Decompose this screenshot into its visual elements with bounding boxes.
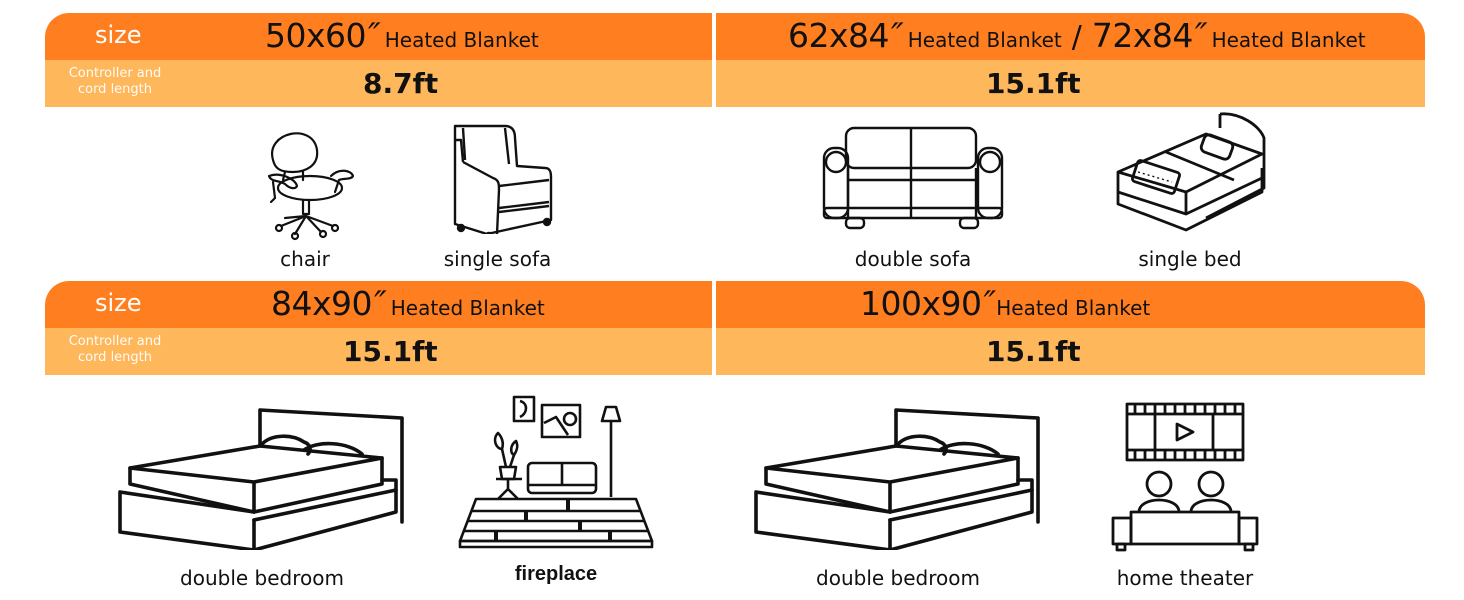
inch-mark: ″: [374, 284, 387, 324]
blanket-size-100x90: 100x90 ″ Heated Blanket: [860, 284, 1150, 324]
blanket-size-50x60: 50x60 ″ Heated Blanket: [265, 16, 539, 56]
inch-mark: ″: [983, 284, 997, 324]
size-value: 72x84: [1091, 16, 1194, 55]
cord-length-row: Controller and cord length 15.1ft 15.1ft: [45, 328, 1425, 375]
cord-cell-100x90: 15.1ft: [716, 328, 1425, 375]
product-name: Heated Blanket: [907, 28, 1062, 52]
cord-cell-62x84-72x84: 15.1ft: [716, 60, 1425, 107]
usage-label: double bedroom: [180, 566, 344, 590]
size-label: size: [95, 21, 142, 49]
double-bed-icon: [118, 408, 404, 550]
office-chair-icon: [267, 132, 355, 241]
usage-item-single-sofa: single sofa: [425, 122, 570, 277]
usage-item-double-bedroom-2: double bedroom: [748, 400, 1048, 595]
cord-length-value: 15.1ft: [986, 335, 1081, 368]
cord-cell-84x90: Controller and cord length 15.1ft: [45, 328, 712, 375]
loveseat-icon: [822, 126, 1004, 230]
cord-length-label: Controller and cord length: [68, 66, 162, 97]
size-value: 50x60: [265, 16, 367, 55]
usage-label: home theater: [1116, 566, 1254, 590]
usage-item-fireplace: fireplace: [456, 393, 656, 595]
cord-length-value: 15.1ft: [343, 335, 438, 368]
size-cell-84x90: size 84x90 ″ Heated Blanket: [45, 281, 712, 328]
cord-cell-50x60: Controller and cord length 8.7ft: [45, 60, 712, 107]
size-cell-100x90: 100x90 ″ Heated Blanket: [716, 281, 1425, 328]
usage-item-home-theater: home theater: [1100, 400, 1270, 595]
usage-label: single bed: [1138, 247, 1242, 271]
cord-length-label: Controller and cord length: [68, 334, 162, 365]
single-bed-icon: [1116, 112, 1266, 232]
usage-item-single-bed: single bed: [1105, 108, 1275, 278]
cord-length-value: 8.7ft: [363, 67, 439, 100]
armchair-icon: [453, 124, 552, 234]
cord-length-value: 15.1ft: [986, 67, 1081, 100]
size-cell-62x84-72x84: 62x84 ″ Heated Blanket / 72x84 ″ Heated …: [716, 13, 1425, 60]
inch-mark: ″: [368, 16, 381, 56]
cord-length-row: Controller and cord length 8.7ft 15.1ft: [45, 60, 1425, 107]
blanket-size-62x84-72x84: 62x84 ″ Heated Blanket / 72x84 ″ Heated …: [788, 16, 1366, 56]
double-bed-icon: [754, 408, 1040, 550]
usage-item-double-sofa: double sofa: [818, 122, 1008, 277]
inch-mark: ″: [891, 16, 904, 56]
usage-label: double sofa: [854, 247, 972, 271]
size-label: size: [95, 289, 142, 317]
usage-label: fireplace: [514, 563, 598, 585]
usage-label: double bedroom: [816, 566, 980, 590]
size-cell-50x60: size 50x60 ″ Heated Blanket: [45, 13, 712, 60]
home-theater-icon: [1111, 402, 1259, 552]
size-table-top: size 50x60 ″ Heated Blanket 62x84 ″ Heat…: [45, 13, 1425, 107]
size-value: 100x90: [860, 284, 982, 323]
usage-label: chair: [280, 247, 330, 271]
size-row: size 84x90 ″ Heated Blanket 100x90 ″ Hea…: [45, 281, 1425, 328]
product-name: Heated Blanket: [996, 296, 1151, 320]
product-name: Heated Blanket: [390, 296, 545, 320]
size-table-bottom: size 84x90 ″ Heated Blanket 100x90 ″ Hea…: [45, 281, 1425, 375]
usage-label: single sofa: [443, 247, 552, 271]
inch-mark: ″: [1194, 16, 1208, 56]
size-value: 84x90: [271, 284, 373, 323]
blanket-size-84x90: 84x90 ″ Heated Blanket: [271, 284, 545, 324]
size-value: 62x84: [788, 16, 890, 55]
usage-item-chair: chair: [255, 122, 355, 277]
product-name: Heated Blanket: [1211, 28, 1366, 52]
living-room-icon: [458, 395, 654, 549]
size-row: size 50x60 ″ Heated Blanket 62x84 ″ Heat…: [45, 13, 1425, 60]
product-name: Heated Blanket: [384, 28, 539, 52]
size-separator: /: [1071, 20, 1082, 55]
usage-item-double-bedroom: double bedroom: [112, 400, 412, 595]
